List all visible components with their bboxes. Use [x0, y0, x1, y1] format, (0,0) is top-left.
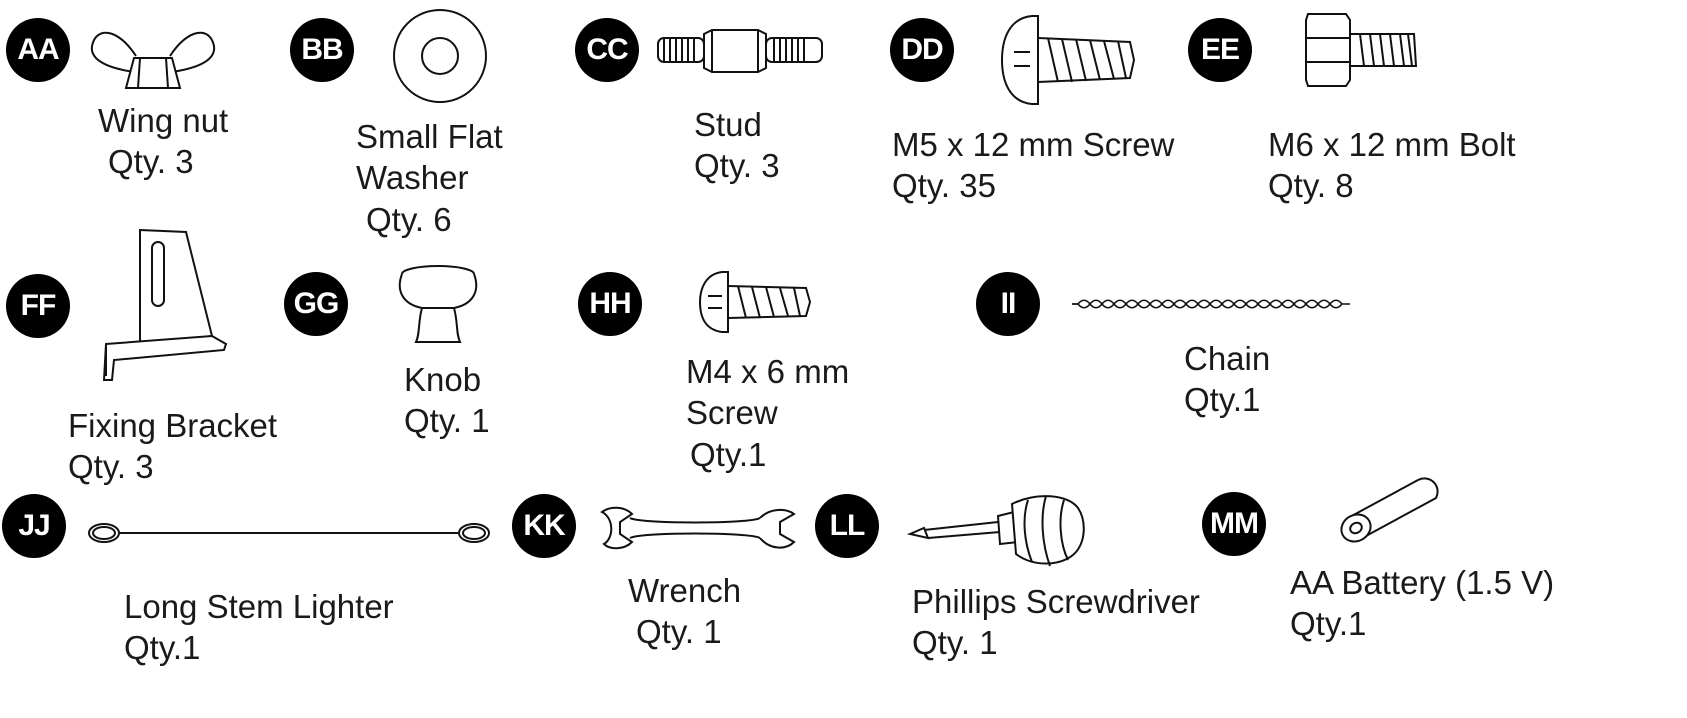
part-code-badge: GG	[284, 272, 348, 336]
part-qty: Qty. 1	[404, 402, 490, 439]
part-code-badge: CC	[575, 18, 639, 82]
part-name: Stud	[694, 106, 762, 143]
part-code-badge: BB	[290, 18, 354, 82]
small-screw-icon	[698, 268, 814, 338]
part-name: AA Battery (1.5 V)	[1290, 564, 1555, 601]
screwdriver-icon	[906, 492, 1086, 572]
part-qty: Qty.1	[690, 436, 767, 473]
part-code-badge: DD	[890, 18, 954, 82]
part-code-badge: LL	[815, 494, 879, 558]
part-name: Phillips Screwdriver	[912, 583, 1200, 620]
part-code-badge: MM	[1202, 492, 1266, 556]
part-name: Wrench	[628, 572, 742, 609]
part-qty: Qty. 3	[68, 448, 154, 485]
lighter-icon	[86, 518, 492, 548]
part-qty: Qty. 1	[636, 613, 722, 650]
part-code-badge: HH	[578, 272, 642, 336]
part-name: M6 x 12 mm Bolt	[1268, 126, 1516, 163]
part-qty: Qty.1	[1184, 381, 1261, 418]
bolt-icon	[1304, 10, 1420, 90]
part-code-badge: AA	[6, 18, 70, 82]
part-name: Small Flat Washer	[356, 118, 503, 196]
part-qty: Qty. 6	[366, 201, 452, 238]
bracket-icon	[100, 226, 230, 386]
wing-nut-icon	[88, 18, 218, 98]
part-qty: Qty. 1	[912, 624, 998, 661]
part-qty: Qty. 3	[108, 143, 194, 180]
part-qty: Qty. 35	[892, 167, 996, 204]
part-qty: Qty.1	[124, 629, 201, 666]
stud-icon	[656, 28, 826, 74]
part-name: Wing nut	[98, 102, 229, 139]
part-name: M5 x 12 mm Screw	[892, 126, 1175, 163]
part-code-badge: II	[976, 272, 1040, 336]
part-name: Knob	[404, 361, 482, 398]
knob-icon	[392, 264, 488, 346]
part-code-badge: EE	[1188, 18, 1252, 82]
part-qty: Qty. 8	[1268, 167, 1354, 204]
washer-icon	[388, 6, 492, 106]
part-code-badge: FF	[6, 274, 70, 338]
part-name: Long Stem Lighter	[124, 588, 394, 625]
wrench-icon	[600, 504, 796, 554]
part-name: Chain	[1184, 340, 1271, 377]
part-code-badge: JJ	[2, 494, 66, 558]
part-qty: Qty. 3	[694, 147, 780, 184]
screw-icon	[1000, 12, 1140, 108]
part-name: Fixing Bracket	[68, 407, 278, 444]
part-name: M4 x 6 mm Screw	[686, 353, 850, 431]
part-qty: Qty.1	[1290, 605, 1367, 642]
chain-icon	[1072, 296, 1352, 312]
battery-icon	[1334, 474, 1444, 546]
part-code-badge: KK	[512, 494, 576, 558]
